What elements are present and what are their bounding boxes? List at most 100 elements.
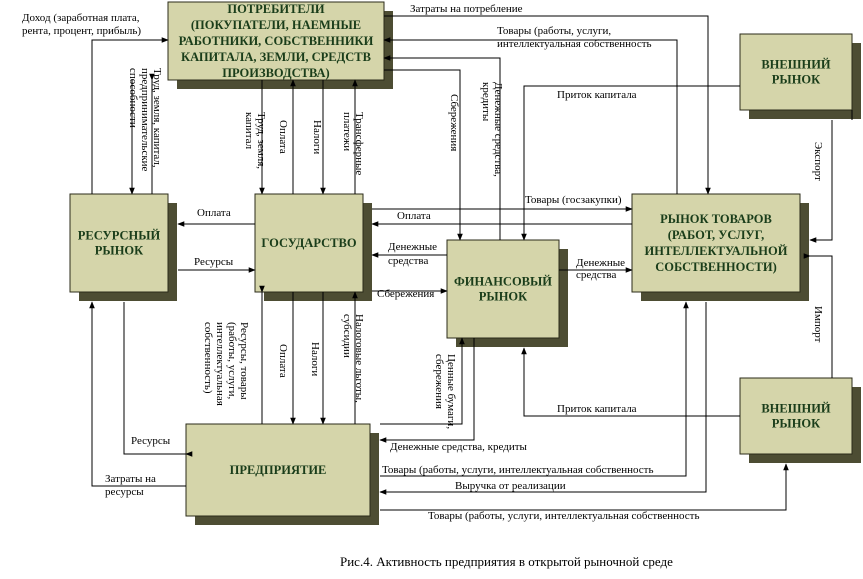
label-money-fin: Денежные	[576, 257, 625, 269]
box-label-line: ВНЕШНИЙ	[761, 402, 831, 416]
label-savings: Сбережения	[377, 288, 434, 300]
box-label-line: ГОСУДАРСТВО	[261, 236, 356, 250]
label-payment-right: Оплата	[397, 210, 431, 222]
vlabel-line: Ресурсы, товары	[238, 322, 250, 400]
vlabel-line: Трансферные	[353, 112, 365, 175]
box-label-line: ВНЕШНИЙ	[761, 58, 831, 72]
box-label-line: КАПИТАЛА, ЗЕМЛИ, СРЕДСТВ	[181, 50, 371, 64]
box-consumers: ПОТРЕБИТЕЛИ (ПОКУПАТЕЛИ, НАЕМНЫЕ РАБОТНИКИ…	[167, 1, 393, 89]
vlabel-line: Денежные средства,	[492, 82, 504, 177]
vlabel-line: сбережения	[433, 354, 445, 409]
vlabel-line: собственность)	[202, 322, 214, 394]
flow-arrow	[89, 301, 186, 487]
label-revenue: Выручка от реализации	[455, 480, 566, 492]
vlabel-line: предпринимательские	[139, 68, 151, 172]
label-capital-inflow-bottom: Приток капитала	[557, 403, 637, 415]
box-goods-market: РЫНОК ТОВАРОВ (РАБОТ, УСЛУГ, ИНТЕЛЛЕКТУАЛЬ…	[631, 193, 809, 301]
vlabel-line: (работы, услуги,	[226, 322, 238, 399]
vlabel-line: Оплата	[277, 120, 289, 154]
box-label-line: ИНТЕЛЛЕКТУАЛЬНОЙ	[645, 244, 788, 258]
flow-arrow	[384, 69, 463, 241]
box-label-line: СОБСТВЕННОСТИ)	[655, 260, 777, 274]
label-capital-inflow-top: Приток капитала	[557, 89, 637, 101]
vlabel-line: Налоги	[311, 120, 323, 154]
vlabel-line: Налоговые льготы,	[353, 314, 365, 403]
vlabel-line: способности	[127, 68, 139, 128]
label-payment-left: Оплата	[197, 207, 231, 219]
box-enterprise: ПРЕДПРИЯТИЕ	[185, 423, 379, 525]
box-label-line: ПРЕДПРИЯТИЕ	[230, 463, 327, 477]
box-label-line: РЫНОК	[772, 73, 820, 87]
vlabel-v-payment-top: Оплата	[277, 120, 289, 154]
vlabel-v-factors-state: Труд, земля,капитал	[243, 112, 267, 169]
label-money-credits: Денежные средства, кредиты	[390, 441, 528, 453]
flow-arrow	[123, 302, 193, 457]
flow-arrow	[383, 37, 678, 194]
flow-arrow	[521, 85, 740, 241]
vlabel-line: Оплата	[277, 344, 289, 378]
figure-caption: Рис.4. Активность предприятия в открытой…	[340, 554, 673, 569]
vlabel-line: интеллектуальная	[214, 322, 226, 406]
box-label-line: (РАБОТ, УСЛУГ,	[668, 228, 765, 242]
label-resources-mid: Ресурсы	[194, 256, 234, 268]
label-money-state: средства	[388, 255, 428, 267]
label-money-state: Денежные	[388, 241, 437, 253]
label-goods-ip: Товары (работы, услуги,	[497, 25, 611, 37]
box-label-line: РАБОТНИКИ, СОБСТВЕННИКИ	[179, 34, 374, 48]
box-label-line: ФИНАНСОВЫЙ	[454, 275, 552, 289]
vlabel-line: Труд, земля, капитал,	[151, 68, 163, 168]
label-costs-resources: ресурсы	[105, 486, 144, 498]
vlabel-export: Экспорт	[812, 142, 824, 181]
flow-arrow	[809, 120, 833, 243]
vlabel-v-taxes-top: Налоги	[311, 120, 323, 154]
vlabel-line: Экспорт	[812, 142, 824, 181]
label-costs-resources: Затраты на	[105, 473, 156, 485]
label-goods-ip: интеллектуальная собственность	[497, 38, 652, 50]
flow-arrow	[803, 253, 833, 378]
vlabel-line: кредиты	[480, 82, 492, 122]
box-state: ГОСУДАРСТВО	[254, 193, 372, 301]
flow-arrow	[380, 301, 689, 477]
vlabel-line: капитал	[243, 112, 255, 150]
flow-arrow	[379, 338, 475, 443]
vlabel-line: Ценные бумаги,	[445, 354, 457, 429]
label-consumption-costs: Затраты на потребление	[410, 3, 523, 15]
flow-arrow	[91, 37, 169, 194]
vlabel-v-securities: Ценные бумаги,сбережения	[433, 354, 457, 429]
vlabel-v-tax-benefits: Налоговые льготы,субсидии	[341, 314, 365, 403]
flow-arrow	[380, 337, 465, 425]
label-goods-gov: Товары (госзакупки)	[525, 194, 622, 206]
box-label-line: РЫНОК	[479, 290, 527, 304]
flow-arrow	[521, 347, 740, 417]
vlabel-v-money-credits: Денежные средства,кредиты	[480, 82, 504, 177]
vlabel-v-savings-top: Сбережения	[448, 94, 460, 151]
label-income: Доход (заработная плата,	[22, 12, 140, 24]
vlabel-line: Сбережения	[448, 94, 460, 151]
label-resources-bottom: Ресурсы	[131, 435, 171, 447]
vlabel-line: платежи	[341, 112, 353, 151]
vlabel-v-payment-bottom: Оплата	[277, 344, 289, 378]
vlabel-line: Налоги	[309, 342, 321, 376]
vlabel-v-taxes-bottom: Налоги	[309, 342, 321, 376]
vlabel-v-factors-left: Труд, земля, капитал,предпринимательские…	[127, 68, 163, 172]
box-label-line: (ПОКУПАТЕЛИ, НАЕМНЫЕ	[191, 18, 361, 32]
label-money-fin: средства	[576, 269, 616, 281]
box-label-line: ПРОИЗВОДСТВА)	[222, 66, 329, 80]
box-label-line: ПОТРЕБИТЕЛИ	[227, 2, 325, 16]
flow-arrow	[383, 55, 501, 240]
flow-arrow	[384, 15, 711, 195]
vlabel-line: Импорт	[812, 306, 824, 343]
vlabel-v-resources-goods: Ресурсы, товары(работы, услуги,интеллект…	[202, 322, 250, 406]
flow-arrow	[379, 302, 707, 495]
flow-arrow	[380, 463, 789, 511]
label-goods-line: Товары (работы, услуги, интеллектуальная…	[382, 464, 653, 476]
box-label-line: РЫНОК ТОВАРОВ	[660, 212, 772, 226]
label-income: рента, процент, прибыль)	[22, 25, 141, 37]
box-label-line: РЫНОК	[95, 244, 143, 258]
